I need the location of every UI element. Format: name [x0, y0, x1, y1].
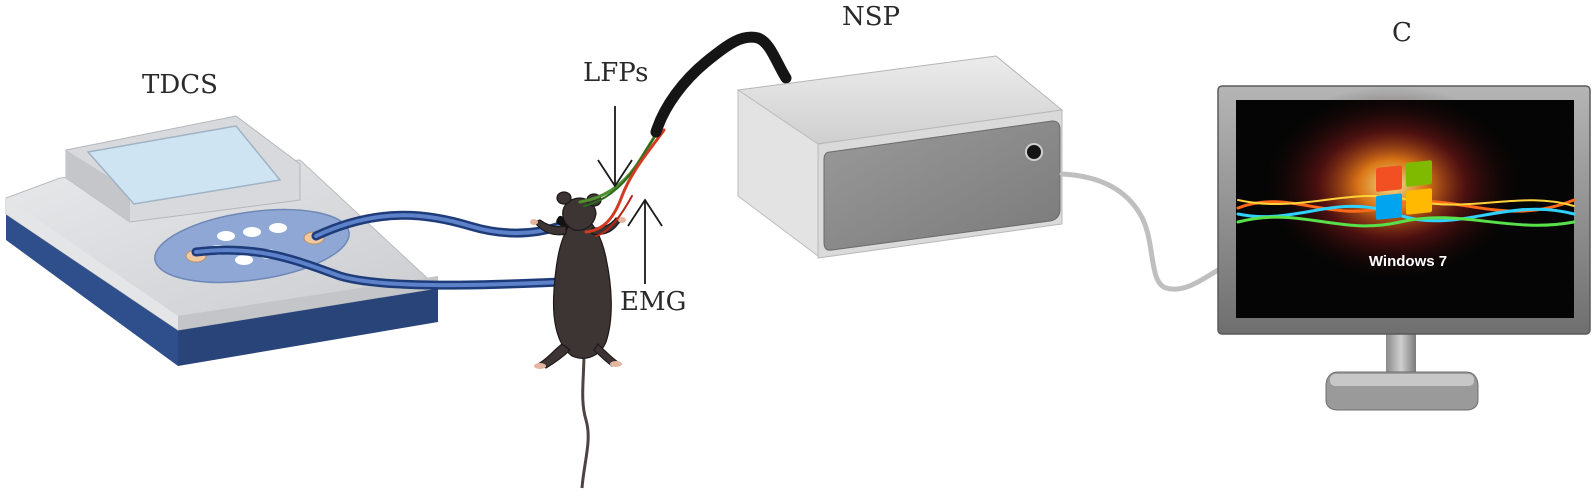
mouse-paws — [530, 217, 626, 369]
tdcs-button — [235, 255, 253, 265]
tdcs-button — [217, 231, 235, 241]
lfps-label: LFPs — [583, 58, 649, 88]
tdcs-device — [5, 115, 440, 366]
lfp-wire-secondary — [583, 131, 659, 207]
recording-wires — [578, 128, 666, 237]
mouse-body — [552, 217, 612, 359]
lfp-wire — [578, 132, 658, 204]
nsp-power-port — [1025, 143, 1043, 161]
tdcs-base-front-side — [178, 288, 438, 366]
monitor-stand-top — [1330, 374, 1474, 386]
tdcs-lcd-screen — [86, 125, 282, 205]
tdcs-button — [243, 227, 261, 237]
tdcs-top-edge — [6, 198, 178, 330]
emg-wire — [584, 128, 666, 234]
nsp-front-face — [823, 120, 1061, 251]
computer-monitor: Windows 7 — [1217, 85, 1591, 411]
tdcs-button — [269, 223, 287, 233]
emg-wire-secondary — [595, 195, 633, 237]
mouse-leg-left — [536, 343, 571, 369]
nsp-device — [736, 55, 1064, 259]
nsp-to-computer-cable — [1059, 171, 1225, 292]
mouse-head — [562, 197, 597, 231]
computer-label: C — [1392, 18, 1412, 48]
tdcs-housing-side — [66, 150, 130, 222]
mouse-ear — [556, 191, 572, 205]
nsp-signal-cable — [650, 31, 792, 138]
annotation-arrows — [597, 106, 663, 284]
lfps-arrowhead — [597, 159, 633, 188]
tdcs-label: TDCS — [142, 70, 218, 100]
windows-logo-icon — [1376, 160, 1432, 220]
tdcs-top-edge-front — [178, 276, 438, 330]
monitor-os-label: Windows 7 — [1369, 253, 1447, 270]
mouse-tail — [580, 351, 590, 489]
tdcs-base-left-side — [6, 214, 178, 366]
emg-arrowhead — [627, 198, 663, 227]
emg-label: EMG — [620, 287, 687, 317]
mouse — [532, 191, 624, 489]
nsp-label: NSP — [842, 2, 901, 32]
